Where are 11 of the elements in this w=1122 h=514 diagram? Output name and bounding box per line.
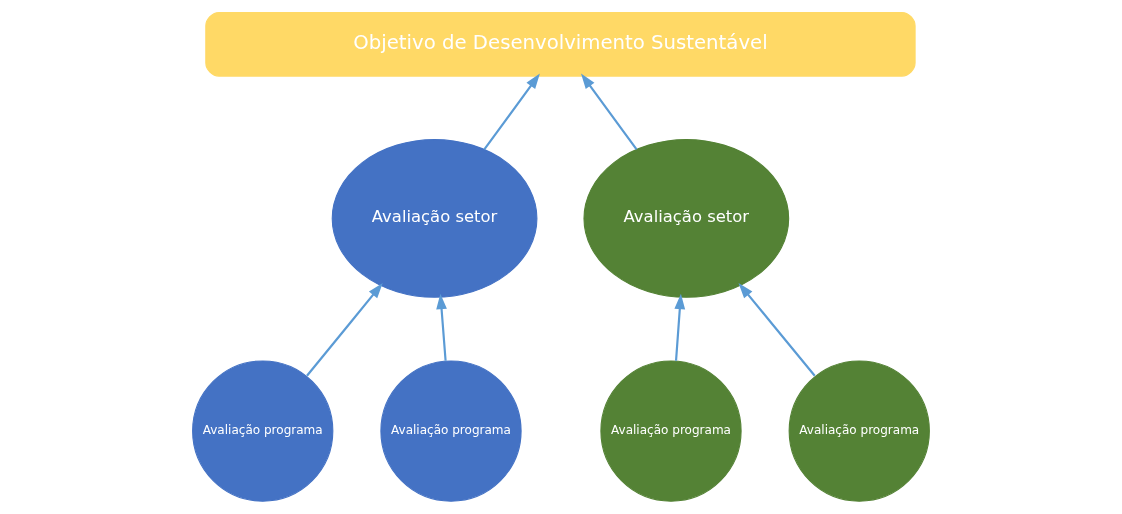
node-box: Objetivo de Desenvolvimento Sustentável [205,12,916,77]
node-circle: Avaliação programa [192,360,334,502]
arrow [483,73,540,151]
arrow [738,282,816,377]
arrow [674,293,686,361]
arrow [581,73,638,151]
arrow [306,282,383,377]
arrow [436,293,447,361]
node-circle: Avaliação programa [380,360,522,502]
node-circle: Avaliação programa [600,360,742,502]
node-circle: Avaliação programa [788,360,930,502]
